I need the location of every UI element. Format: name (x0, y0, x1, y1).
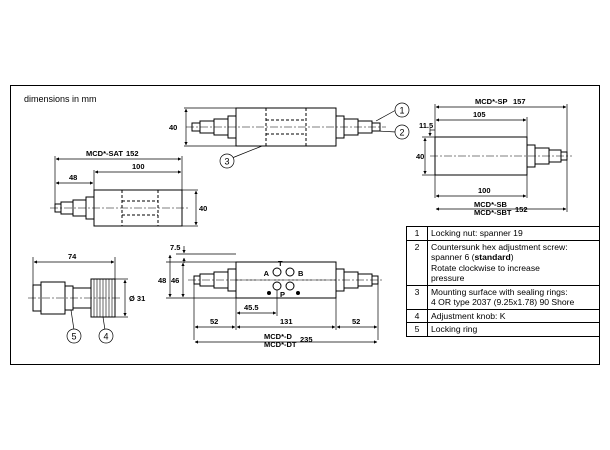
sp-bottom-len: 100 (478, 186, 491, 195)
legend-row: 1 Locking nut: spanner 19 (406, 226, 600, 241)
legend-table: 1 Locking nut: spanner 19 2 Countersunk … (406, 226, 600, 337)
sp-body-len: 105 (473, 110, 486, 119)
legend-text: Locking nut: spanner 19 (427, 226, 600, 241)
sp-offset: 11.5 (419, 121, 433, 130)
main-title-2: MCD*-DT (264, 340, 297, 349)
legend-row: 2 Countersunk hex adjustment screw: span… (406, 239, 600, 286)
balloon-4-label: 4 (103, 332, 108, 342)
legend-num: 3 (406, 284, 428, 310)
sb-title-2: MCD*-SBT (474, 208, 512, 217)
sp-title: MCD*-SP (475, 97, 508, 106)
balloon-1 (394, 102, 410, 118)
main-height-inner: 46 (171, 276, 179, 285)
balloon-2 (394, 124, 410, 140)
port-p (285, 281, 295, 291)
port-t-label: T (278, 259, 283, 268)
drawing-frame (10, 85, 600, 365)
knob-view (28, 278, 120, 318)
main-height-outer: 48 (158, 276, 166, 285)
balloon-3-label: 3 (224, 157, 229, 167)
main-view (188, 261, 384, 299)
legend-row: 5 Locking ring (406, 322, 600, 337)
top-valve-view (186, 107, 386, 147)
balloon-5-label: 5 (71, 332, 76, 342)
legend-text: Mounting surface with sealing rings: 4 O… (427, 284, 600, 310)
top-valve-height: 40 (169, 123, 177, 132)
main-overall: 235 (300, 335, 313, 344)
legend-num: 1 (406, 226, 428, 241)
sat-nut-len: 48 (69, 173, 77, 182)
balloon-5 (66, 328, 82, 344)
sp-overall: 157 (513, 97, 526, 106)
sp-height: 40 (416, 152, 424, 161)
balloon-2-label: 2 (399, 128, 404, 138)
sb-overall: 152 (515, 205, 528, 214)
sb-title-1: MCD*-SB (474, 200, 507, 209)
legend-row: 3 Mounting surface with sealing rings: 4… (406, 284, 600, 310)
legend-num: 2 (406, 239, 428, 286)
legend-text: Locking ring (427, 322, 600, 337)
legend-row: 4 Adjustment knob: K (406, 308, 600, 323)
port-t (272, 267, 282, 277)
units-note: dimensions in mm (24, 94, 97, 104)
balloon-1-label: 1 (399, 106, 404, 116)
legend-num: 5 (406, 322, 428, 337)
legend-text: Adjustment knob: K (427, 308, 600, 323)
sp-view (430, 136, 572, 176)
port-a-label: A (264, 269, 270, 278)
sat-title: MCD*-SAT (86, 149, 123, 158)
sat-overall: 152 (126, 149, 139, 158)
sat-view (50, 189, 188, 227)
sat-height: 40 (199, 204, 207, 213)
port-b-label: B (298, 269, 304, 278)
main-title-1: MCD*-D (264, 332, 292, 341)
legend-text: Countersunk hex adjustment screw: spanne… (427, 239, 600, 286)
knob-length: 74 (68, 252, 77, 261)
main-center-len: 131 (280, 317, 293, 326)
sat-body-len: 100 (132, 162, 145, 171)
balloon-4 (98, 328, 114, 344)
main-top-offset: 7.5 (170, 243, 180, 252)
main-right-len: 52 (352, 317, 360, 326)
main-left-len: 52 (210, 317, 218, 326)
balloon-3 (219, 153, 235, 169)
main-port-dist: 45.5 (244, 303, 259, 312)
knob-diameter: Ø 31 (129, 294, 145, 303)
legend-num: 4 (406, 308, 428, 323)
port-p-label: P (280, 290, 285, 299)
